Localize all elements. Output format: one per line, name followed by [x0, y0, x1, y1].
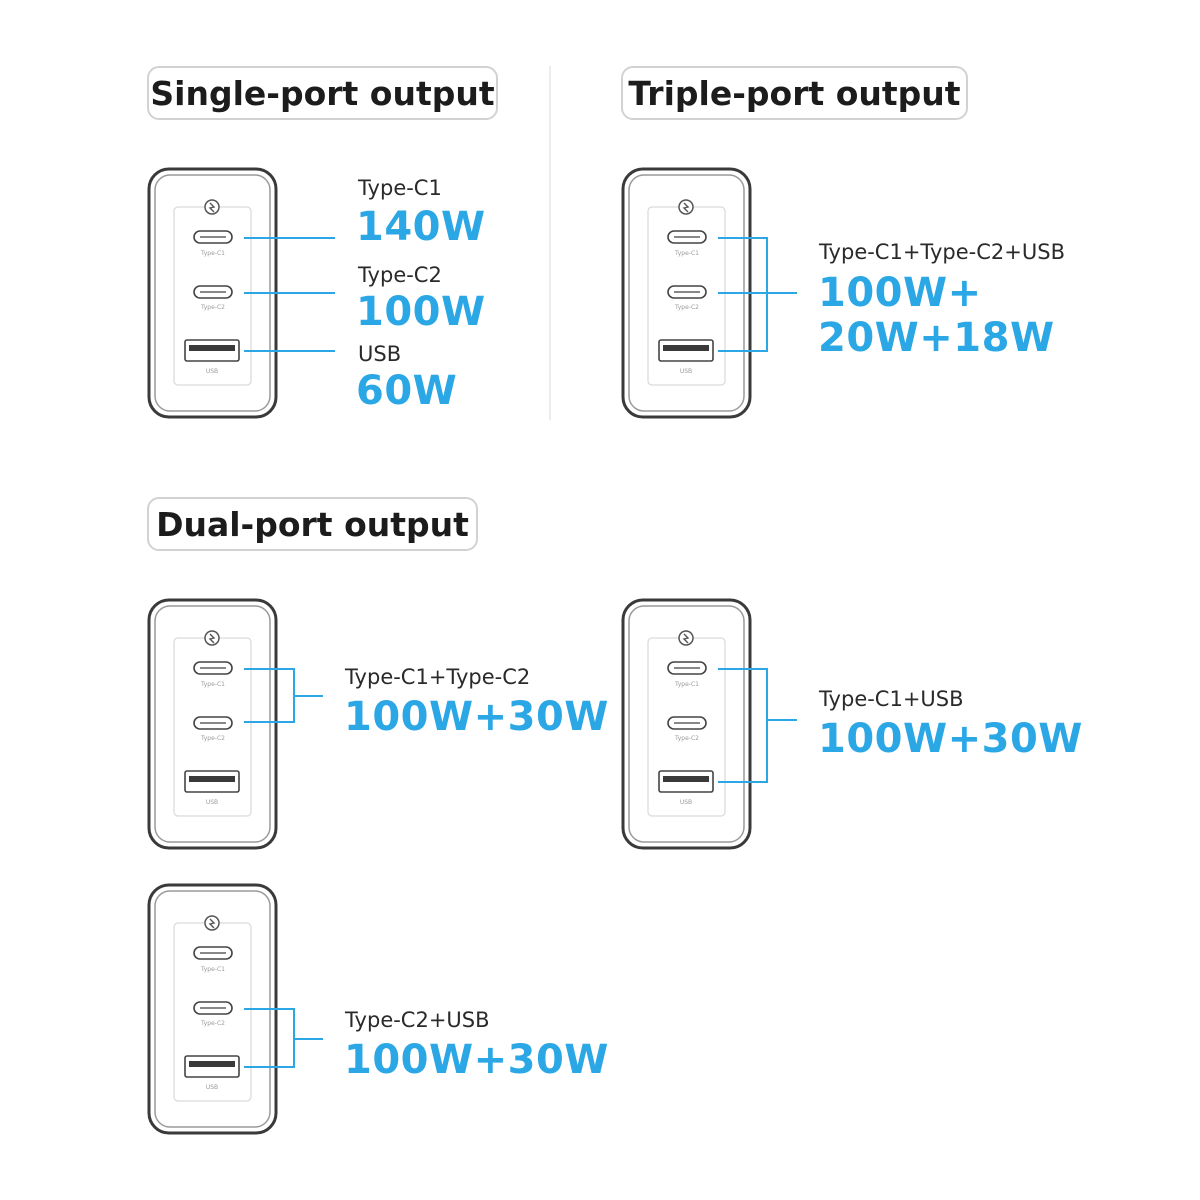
type-c2-port-label: Type-C2: [674, 735, 699, 742]
triple-label: Type-C1+Type-C2+USB: [819, 240, 1065, 264]
dual-c1-c2-label: Type-C1+Type-C2: [345, 665, 531, 689]
single-c2-label: Type-C2: [358, 263, 442, 287]
section-divider: [549, 66, 551, 420]
triple-port-title: Triple-port output: [621, 66, 968, 120]
single-c1-label: Type-C1: [358, 176, 442, 200]
dual-c1-usb-label: Type-C1+USB: [819, 687, 964, 711]
type-c1-port-label: Type-C1: [200, 966, 225, 973]
usb-port-label: USB: [206, 799, 218, 806]
usb-port-label: USB: [680, 799, 692, 806]
single-usb-label: USB: [358, 342, 402, 366]
charge-logo-icon: [204, 915, 220, 931]
usb-port-label: USB: [206, 368, 218, 375]
dual-c2-usb-label: Type-C2+USB: [345, 1008, 490, 1032]
type-c2-port-label: Type-C2: [200, 735, 225, 742]
type-c1-port-label: Type-C1: [674, 681, 699, 688]
usb-port-label: USB: [206, 1084, 218, 1091]
type-c1-port-label: Type-C1: [200, 681, 225, 688]
single-port-title: Single-port output: [147, 66, 498, 120]
dual-c1-c2-value: 100W+30W: [344, 694, 609, 740]
charge-logo-icon: [678, 630, 694, 646]
type-c2-port-label: Type-C2: [200, 304, 225, 311]
single-c2-value: 100W: [356, 289, 486, 335]
usb-port-label: USB: [680, 368, 692, 375]
charge-logo-icon: [204, 630, 220, 646]
charger-inner-edge: [628, 605, 745, 843]
single-usb-value: 60W: [356, 368, 458, 414]
dual-c1-usb-value: 100W+30W: [818, 716, 1083, 762]
single-c1-value: 140W: [356, 204, 486, 250]
type-c2-port-label: Type-C2: [674, 304, 699, 311]
triple-value-line1: 100W+: [818, 270, 982, 316]
dual-port-title: Dual-port output: [147, 497, 478, 551]
charge-logo-icon: [678, 199, 694, 215]
charger-inner-edge: [154, 605, 271, 843]
dual-c2-usb-value: 100W+30W: [344, 1037, 609, 1083]
type-c1-port-label: Type-C1: [200, 250, 225, 257]
type-c1-port-label: Type-C1: [674, 250, 699, 257]
type-c2-port-label: Type-C2: [200, 1020, 225, 1027]
charge-logo-icon: [204, 199, 220, 215]
triple-value-line2: 20W+18W: [818, 315, 1055, 361]
